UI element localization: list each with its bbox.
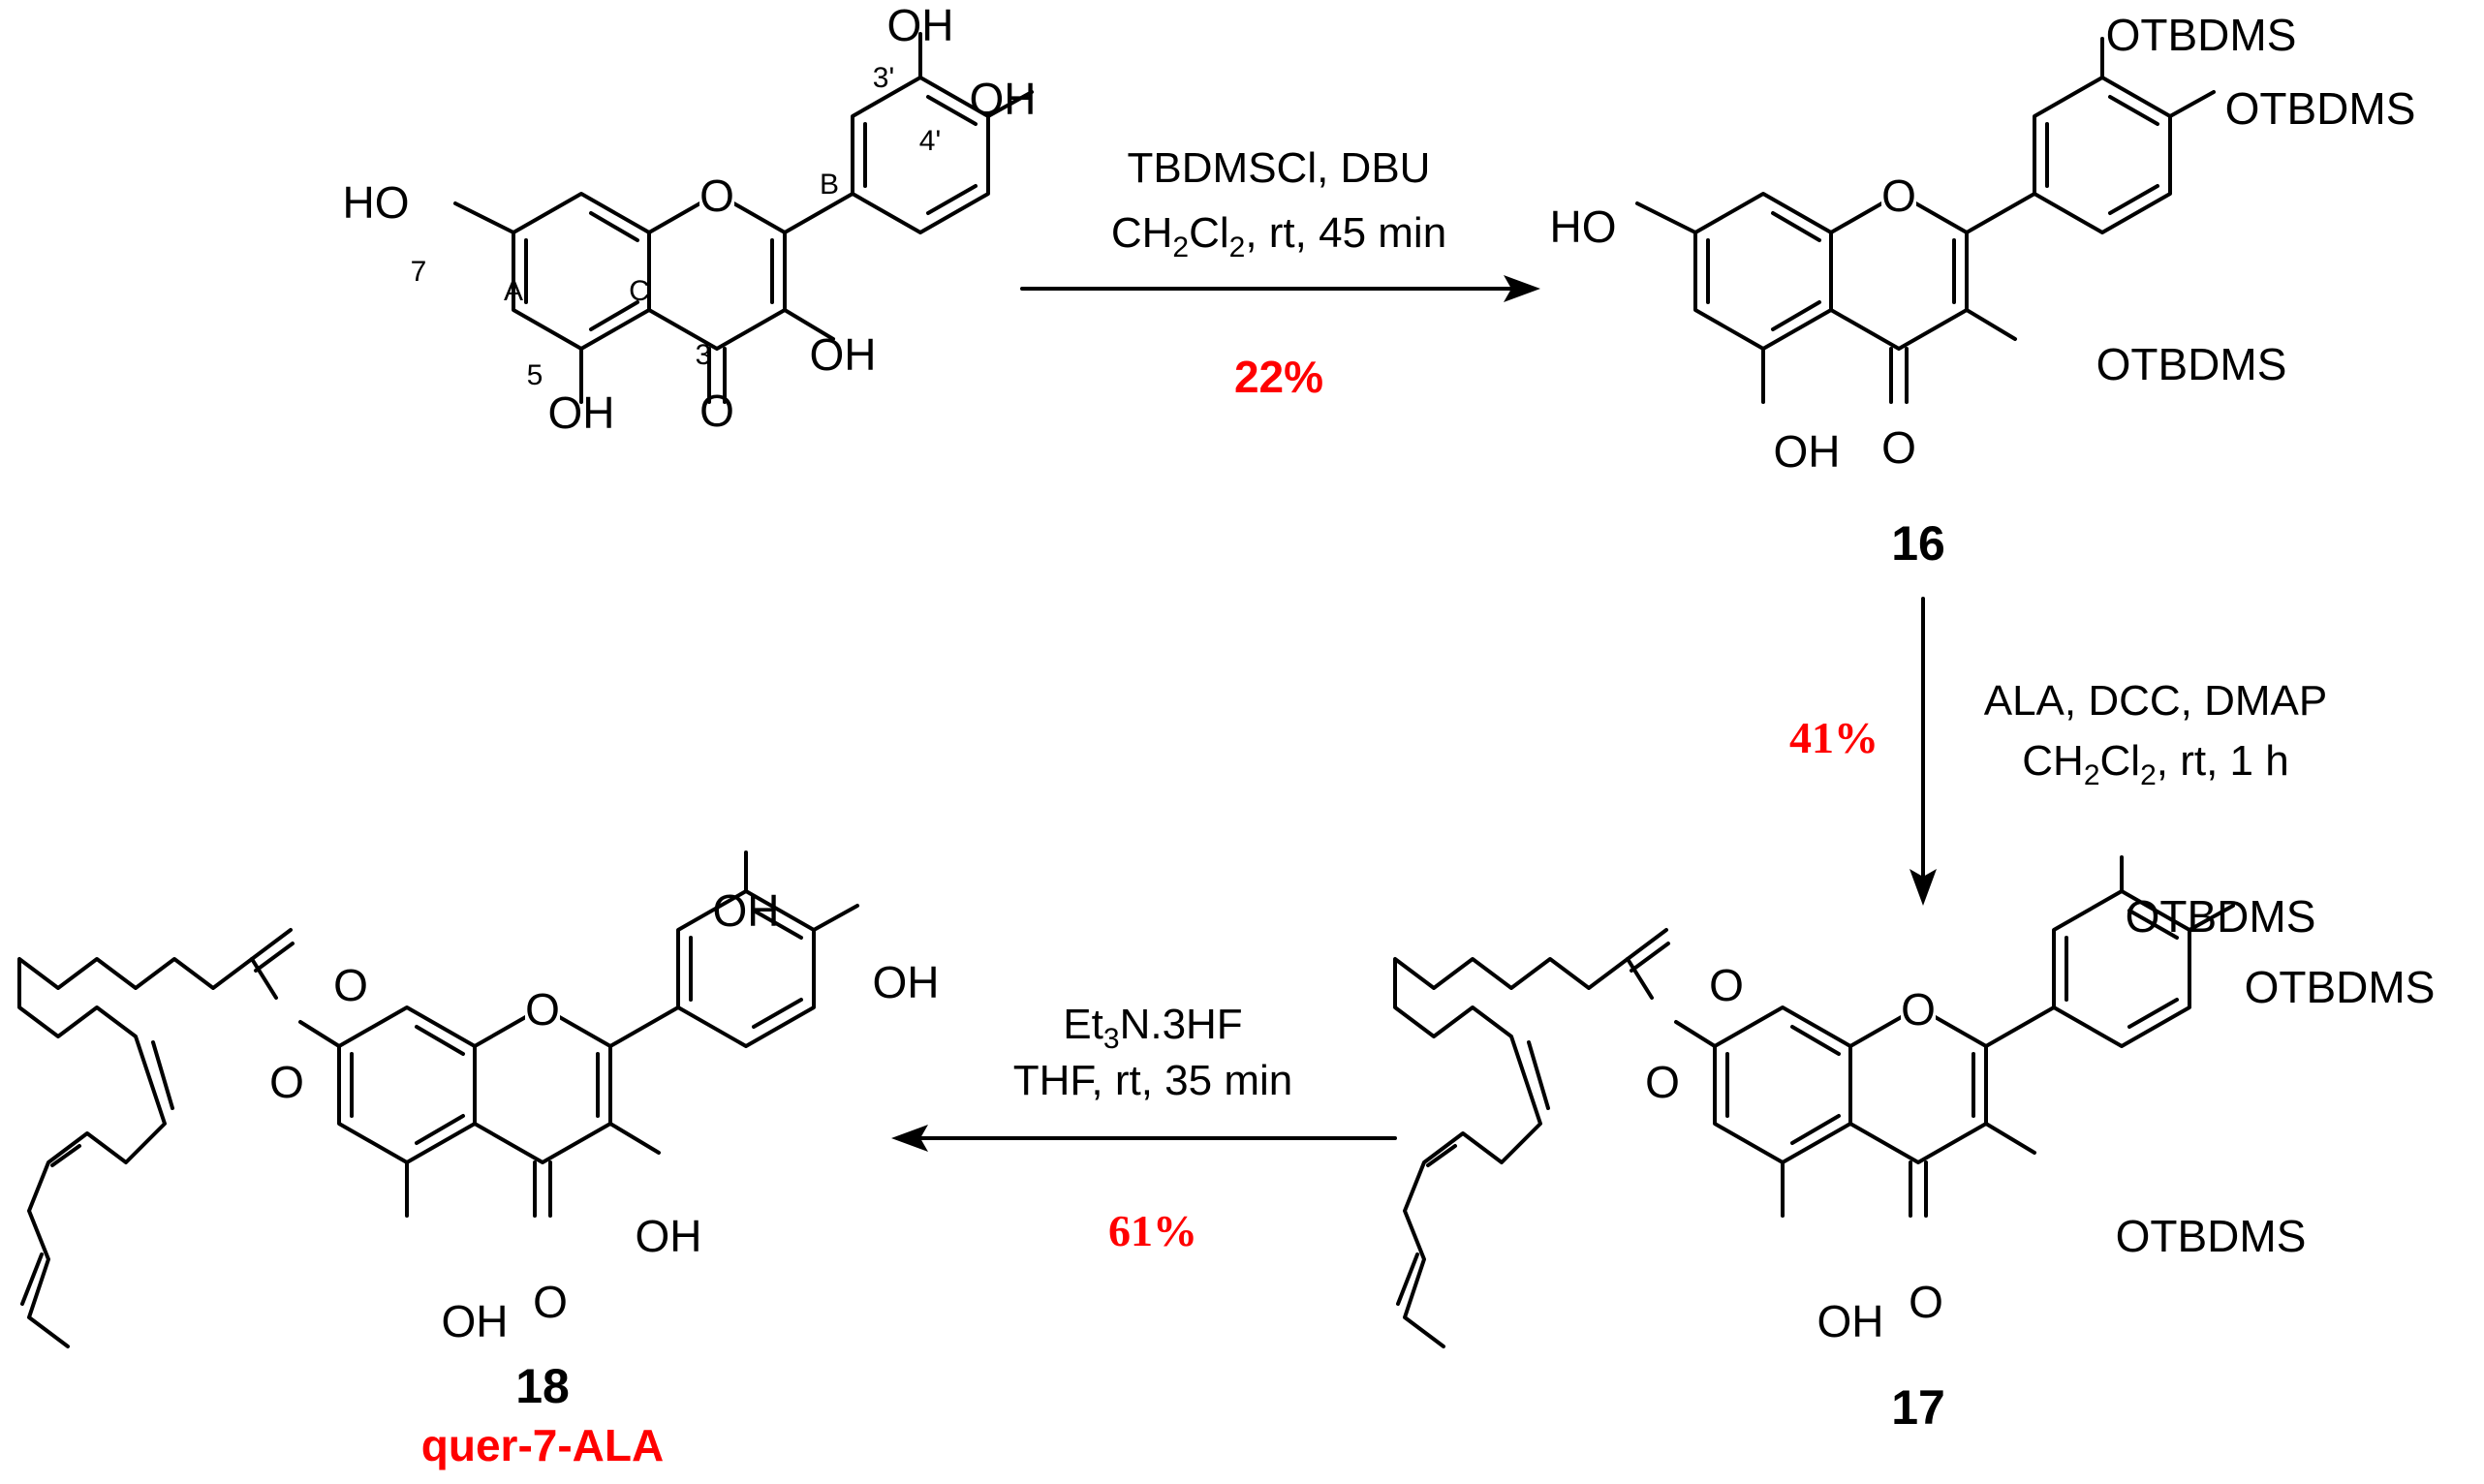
compound16-7-hydroxyl: HO xyxy=(1550,201,1617,252)
compound18-number: 18 xyxy=(515,1359,570,1413)
compound16-carbonyl-oxygen: O xyxy=(1881,422,1916,473)
quercetin-4prime-hydroxyl: OH xyxy=(970,74,1037,124)
step1-solvent: CH2Cl2, rt, 45 min xyxy=(1111,209,1446,263)
compound16-structure xyxy=(1635,37,2216,404)
step2-solvent-cl: Cl xyxy=(2100,737,2141,785)
compound17-3-otbdms: OTBDMS xyxy=(2116,1211,2307,1261)
compound17-carbonyl-oxygen: O xyxy=(1909,1277,1943,1327)
compound17-number: 17 xyxy=(1891,1380,1945,1435)
compound18-ester-oxygen: O xyxy=(269,1057,304,1107)
compound16-3prime-otbdms: OTBDMS xyxy=(2106,10,2297,60)
compound18-5-hydroxyl: OH xyxy=(442,1296,509,1346)
quercetin-7-hydroxyl: HO xyxy=(343,177,410,228)
ring-label-a: A xyxy=(504,275,523,307)
compound16-number: 16 xyxy=(1891,516,1945,571)
ring-label-b: B xyxy=(820,169,839,201)
step2-solvent-tail: , rt, 1 h xyxy=(2157,737,2289,785)
step1-solvent-cl: Cl xyxy=(1189,209,1229,257)
compound18-4prime-hydroxyl: OH xyxy=(873,957,940,1007)
compound17-ester-carbonyl-oxygen: O xyxy=(1709,960,1744,1010)
compound17-3prime-otbdms: OTBDMS xyxy=(2126,891,2316,942)
quercetin-ring-oxygen: O xyxy=(699,170,734,221)
compound17-ester-oxygen: O xyxy=(1645,1057,1680,1107)
compound18-carbonyl-oxygen: O xyxy=(533,1277,568,1327)
quercetin-5-hydroxyl: OH xyxy=(548,387,615,438)
step1-arrow xyxy=(1020,275,1540,302)
step1-solvent-sub2: 2 xyxy=(1229,232,1246,263)
compound18-ester-carbonyl-oxygen: O xyxy=(333,960,368,1010)
quercetin-carbonyl-oxygen: O xyxy=(699,386,734,436)
compound17-5-hydroxyl: OH xyxy=(1817,1296,1884,1346)
step1-solvent-ch: CH xyxy=(1111,209,1173,257)
step3-reagent-et: Et xyxy=(1063,1001,1103,1048)
quercetin-3-hydroxyl: OH xyxy=(810,329,877,380)
step3-yield: 61% xyxy=(1108,1206,1197,1255)
step3-reagent-sub: 3 xyxy=(1103,1023,1120,1055)
compound18-ring-oxygen: O xyxy=(525,984,560,1035)
compound16-5-hydroxyl: OH xyxy=(1774,426,1841,477)
compound17-4prime-otbdms: OTBDMS xyxy=(2245,962,2436,1012)
step3-conditions: THF, rt, 35 min xyxy=(1013,1057,1293,1104)
step2-yield: 41% xyxy=(1789,713,1879,762)
position-label-3prime: 3' xyxy=(873,62,894,94)
step2-solvent-ch: CH xyxy=(2022,737,2084,785)
compound18-3prime-hydroxyl: OH xyxy=(713,885,780,936)
compound18-3-hydroxyl: OH xyxy=(636,1211,702,1261)
position-label-7: 7 xyxy=(411,256,427,288)
step1-yield: 22% xyxy=(1234,352,1323,402)
position-label-3: 3 xyxy=(696,339,712,371)
step2-solvent: CH2Cl2, rt, 1 h xyxy=(2022,737,2288,791)
step1-reagents: TBDMSCl, DBU xyxy=(1128,144,1431,192)
step3-arrow xyxy=(891,1125,1397,1152)
step2-solvent-sub1: 2 xyxy=(2084,759,2100,791)
step3-reagent: Et3N.3HF xyxy=(1063,1001,1242,1055)
step3-reagent-tail: N.3HF xyxy=(1120,1001,1243,1048)
compound18-name: quer-7-ALA xyxy=(421,1420,664,1470)
step2-arrow xyxy=(1910,597,1937,906)
compound17-structure xyxy=(1393,855,2235,1348)
step1-solvent-sub1: 2 xyxy=(1172,232,1189,263)
position-label-4prime: 4' xyxy=(919,125,941,157)
step2-solvent-sub2: 2 xyxy=(2140,759,2157,791)
position-label-5: 5 xyxy=(527,359,543,391)
step2-reagents: ALA, DCC, DMAP xyxy=(1984,677,2328,725)
compound16-3-otbdms: OTBDMS xyxy=(2096,339,2287,389)
quercetin-structure xyxy=(453,32,1034,404)
compound16-ring-oxygen: O xyxy=(1881,170,1916,221)
compound16-4prime-otbdms: OTBDMS xyxy=(2225,83,2416,134)
quercetin-3prime-hydroxyl: OH xyxy=(887,0,954,50)
step1-solvent-tail: , rt, 45 min xyxy=(1245,209,1446,257)
compound18-structure xyxy=(17,850,859,1348)
compound17-ring-oxygen: O xyxy=(1901,984,1936,1035)
ring-label-c: C xyxy=(629,275,650,307)
